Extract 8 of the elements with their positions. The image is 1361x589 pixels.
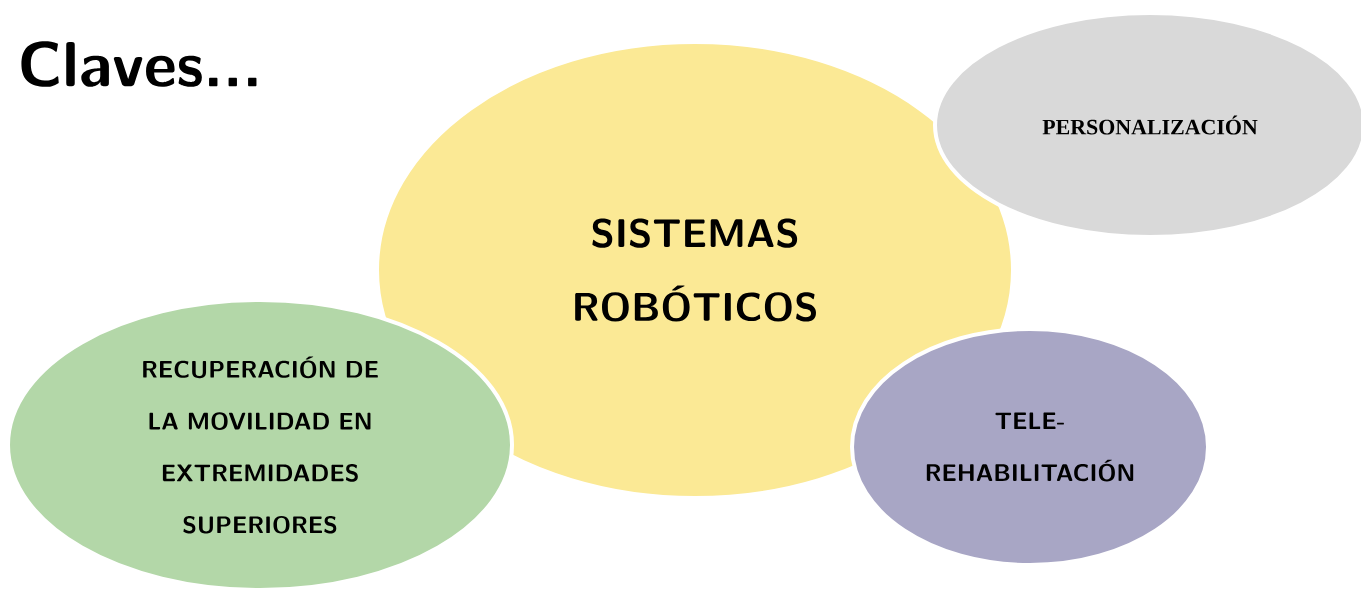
ellipse-label: PERSONALIZACIÓN xyxy=(1042,115,1258,135)
ellipse-label: SISTEMAS ROBÓTICOS xyxy=(575,218,816,322)
ellipse-shape xyxy=(6,298,514,589)
ellipse-shape xyxy=(850,327,1210,567)
title: Claves... xyxy=(21,41,257,87)
ellipse-shape xyxy=(933,11,1361,239)
ellipse-label: TELE-REHABILITACIÓN xyxy=(926,412,1134,482)
ellipse-label: RECUPERACIÓN DE LA MOVILIDAD EN EXTREMIDADES SUPERIORES xyxy=(143,356,378,534)
